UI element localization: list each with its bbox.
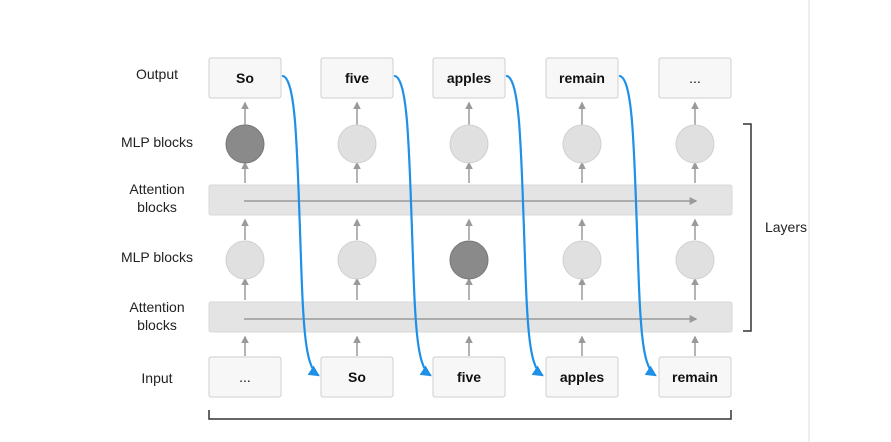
- input-token-1: ...: [239, 369, 251, 385]
- layers-label: Layers: [765, 219, 807, 235]
- attn-bottom-row-label-2: blocks: [137, 317, 177, 333]
- mlp-node-bottom-2: [337, 240, 377, 280]
- output-token-box-5: [658, 57, 732, 99]
- output-token-box-4: [545, 57, 619, 99]
- attention-band-bottom: [208, 301, 733, 333]
- input-row-label: Input: [141, 370, 172, 386]
- mlp-node-top-5: [675, 124, 715, 164]
- attn-top-row-label-1: Attention: [129, 181, 184, 197]
- feedback-arrow-1: [281, 74, 320, 377]
- output-token-2: five: [345, 70, 369, 86]
- sequence-bracket: [208, 410, 732, 420]
- mlp-node-top-3: [449, 124, 489, 164]
- output-token-box-3: [432, 57, 506, 99]
- input-token-box-2: [320, 356, 394, 398]
- input-token-box-1: [208, 356, 282, 398]
- mlp-top-row-label: MLP blocks: [121, 134, 193, 150]
- feedback-arrows: [281, 74, 657, 377]
- input-token-box-3: [432, 356, 506, 398]
- output-token-box-1: [208, 57, 282, 99]
- feedback-arrow-2: [393, 74, 432, 377]
- layers-bracket: [743, 123, 752, 332]
- mlp-bottom-row-label: MLP blocks: [121, 249, 193, 265]
- column-connectors: [241, 101, 699, 356]
- input-token-2: So: [348, 369, 366, 385]
- mlp-node-top-1: [225, 124, 265, 164]
- input-token-box-4: [545, 356, 619, 398]
- mlp-node-bottom-3: [449, 240, 489, 280]
- output-row-label: Output: [136, 66, 178, 82]
- output-token-5: ...: [689, 70, 701, 86]
- input-token-4: apples: [560, 369, 605, 385]
- mlp-node-bottom-4: [562, 240, 602, 280]
- output-tokens: So five apples remain ...: [208, 57, 732, 99]
- output-token-box-2: [320, 57, 394, 99]
- attention-band-top: [208, 184, 733, 216]
- input-token-3: five: [457, 369, 481, 385]
- input-tokens: ... So five apples remain: [208, 356, 732, 398]
- mlp-node-bottom-5: [675, 240, 715, 280]
- input-token-box-5: [658, 356, 732, 398]
- row-labels: Output MLP blocks Attention blocks MLP b…: [121, 66, 193, 386]
- mlp-row-bottom: [225, 240, 715, 280]
- attn-bottom-row-label-1: Attention: [129, 299, 184, 315]
- page-edge-rule: [808, 0, 810, 442]
- input-token-5: remain: [672, 369, 718, 385]
- mlp-node-top-4: [562, 124, 602, 164]
- attn-top-row-label-2: blocks: [137, 199, 177, 215]
- output-token-3: apples: [447, 70, 492, 86]
- feedback-arrow-4: [618, 74, 657, 377]
- output-token-1: So: [236, 70, 254, 86]
- mlp-row-top: [225, 124, 715, 164]
- feedback-arrow-3: [505, 74, 544, 377]
- mlp-node-top-2: [337, 124, 377, 164]
- mlp-node-bottom-1: [225, 240, 265, 280]
- output-token-4: remain: [559, 70, 605, 86]
